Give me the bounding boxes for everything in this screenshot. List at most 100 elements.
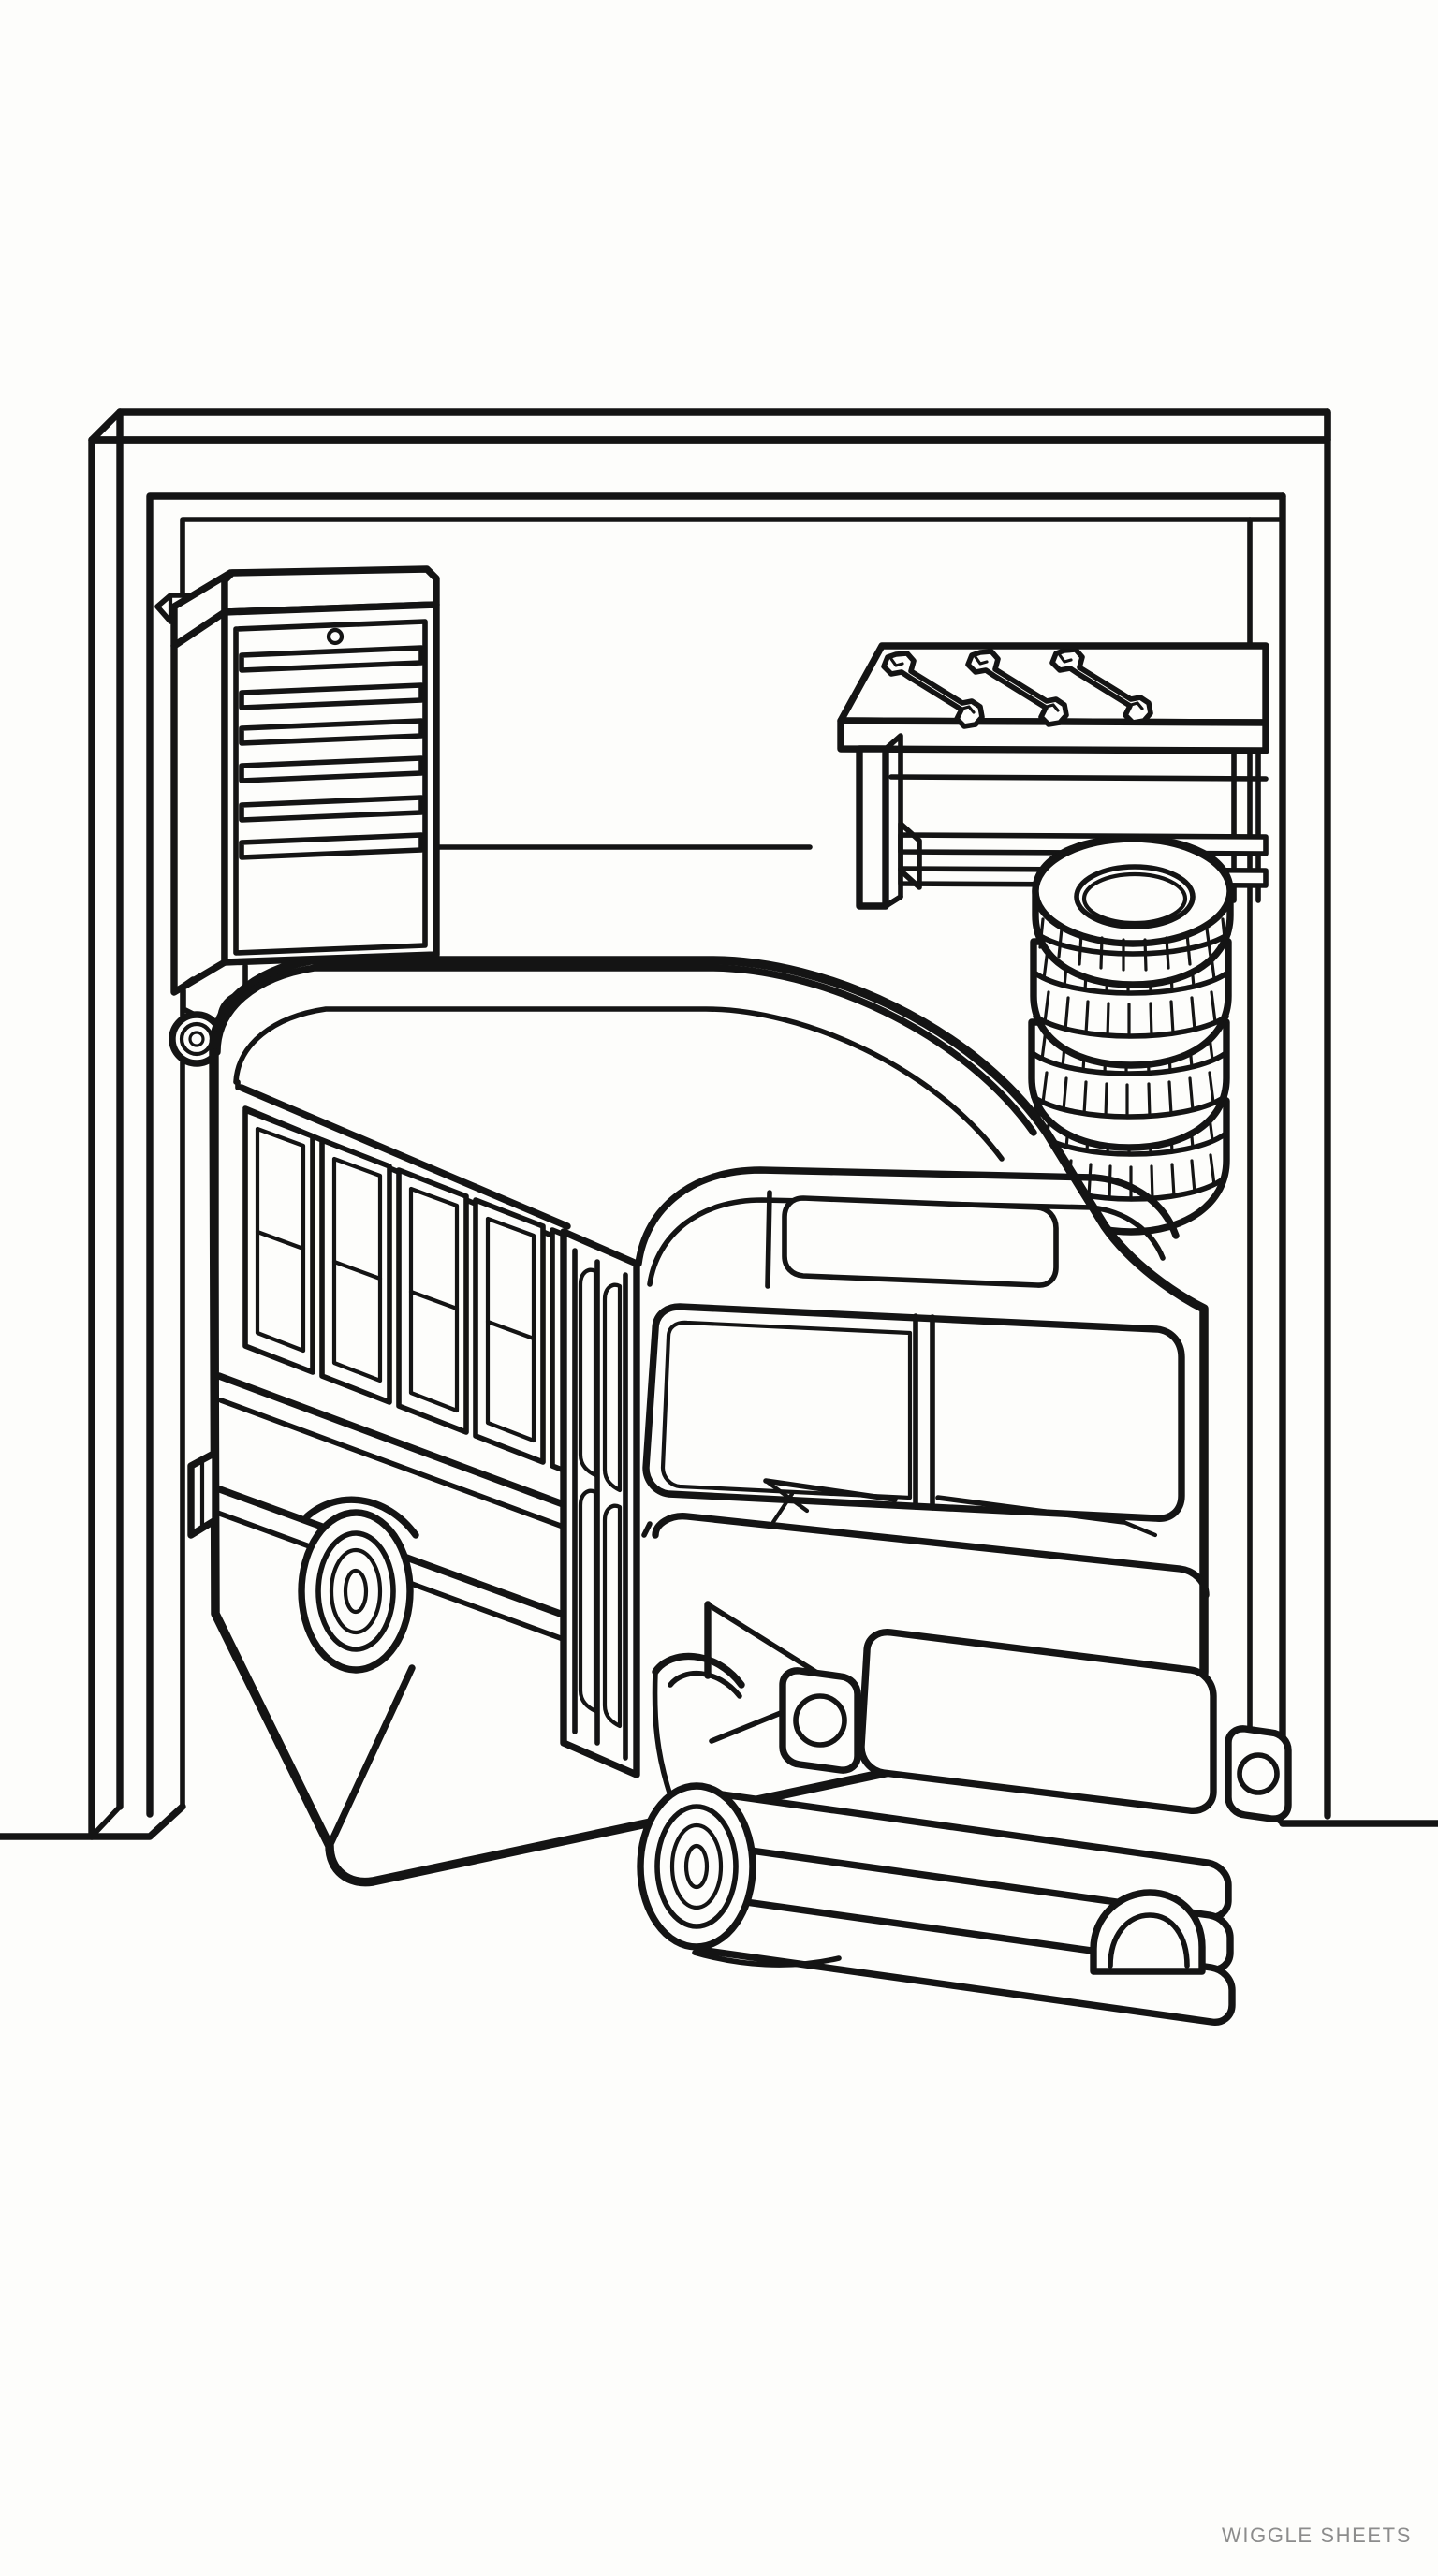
wrench-2 (965, 649, 1069, 727)
bus-front-fascia-top (635, 1166, 1180, 1267)
workbench-apron-line (888, 746, 1269, 754)
tool-cabinet-drawer-line-5 (240, 811, 423, 822)
garage-header-top-slab (88, 408, 1331, 444)
bus-front-valance (692, 1950, 842, 1968)
bus-front-wheel-right (1090, 1889, 1206, 1975)
bus-headlight-left-lens (793, 1693, 847, 1748)
bus-front-tire-right (1090, 1889, 1206, 1975)
bus-window-4-split (485, 1319, 536, 1341)
bus-window-3 (396, 1167, 469, 1435)
bus-door-glass-upper-1 (578, 1267, 598, 1478)
bus-front-rim-right (1108, 1912, 1190, 1969)
tire-1-tread-hatch (1038, 917, 1227, 972)
wrench-1 (881, 651, 985, 729)
bus-window-band-bottom-2 (218, 1398, 568, 1530)
wrench-2-body (965, 649, 1069, 727)
bus-windshield-glass-left (660, 1320, 913, 1500)
tire-3-tread-band-line (1031, 1051, 1227, 1076)
tool-cabinet-front-panel (233, 619, 428, 956)
bus-front-fender-sweep (652, 1669, 673, 1798)
bus-door-glass-upper-2 (602, 1282, 623, 1493)
bus-rear-rim-outer (315, 1530, 396, 1652)
wrench-2-jaw-open (974, 655, 989, 666)
workbench-brace-edge (898, 868, 922, 890)
workbench-left-leg-outer (856, 745, 889, 910)
bus-rear-skirt (326, 1664, 416, 1850)
tool-cabinet (154, 565, 440, 1067)
bus-window-1-glass (255, 1126, 306, 1354)
bus-wiper-right-blade (935, 1495, 1126, 1525)
bus-door-glass-lower-1 (578, 1488, 598, 1714)
garage-opening-inner-left (146, 492, 1286, 1818)
workbench-apron-line-2 (888, 774, 1269, 782)
school-bus (187, 956, 1292, 2026)
bus-window-band-top (238, 1084, 571, 1230)
workbench-left-foot (883, 894, 903, 909)
bus-side-windows (242, 1107, 602, 1487)
tool-cabinet-drawer-line-6 (240, 848, 423, 859)
garage-floor-line-left (0, 1803, 186, 1840)
tire-1-rim-hole-outer (1074, 864, 1196, 929)
tool-cabinet-drawer-line-1 (240, 661, 423, 672)
tire-2-tread-band-line-2 (1033, 1014, 1229, 1039)
bus-window-2 (319, 1137, 392, 1405)
tire-1-tread-band-line (1034, 931, 1231, 957)
wrench-1-body (881, 651, 985, 729)
tool-cabinet-base-bevel (171, 976, 196, 995)
garage-left-pillar-base-bevel (89, 1804, 123, 1839)
bus-roof-inner-line (213, 964, 1037, 1136)
bus-rear-wheel-arch (303, 1496, 419, 1539)
bus-grille (858, 1629, 1217, 1814)
bus-window-4 (473, 1197, 546, 1465)
garage-frame (0, 408, 1438, 1840)
tire-3-tread-band-line-2 (1031, 1094, 1227, 1120)
tool-cabinet-drawer-line-3 (240, 734, 423, 745)
bus-front-fender-inner (668, 1671, 742, 1699)
bus-roof-crown-line (233, 1006, 1005, 1162)
wrench-1-jaw-open-2 (961, 705, 976, 714)
wrench-3 (1049, 647, 1153, 725)
bus-headlight-right-lens (1237, 1752, 1280, 1795)
bus-window-2-split (331, 1259, 383, 1281)
wrench-3-jaw-open (1058, 653, 1073, 664)
tool-cabinet-drawer-line-4 (240, 771, 423, 783)
bus-window-1 (242, 1107, 315, 1375)
bus-destination-sign (782, 1195, 1059, 1288)
tool-cabinet-left-face (170, 608, 228, 996)
bus-window-3-split (408, 1289, 460, 1311)
bus-wiper-right-arm (1121, 1519, 1158, 1538)
bus-wiper-left-blade (763, 1478, 898, 1502)
wrench-3-jaw-open-2 (1129, 701, 1144, 710)
wrench-1-jaw-open (889, 657, 904, 667)
bus-cowl-edge (641, 1521, 653, 1538)
bus-front-hub-left (683, 1843, 710, 1890)
tire-stack (1028, 835, 1234, 1236)
bus-window-band-bottom (215, 1372, 569, 1509)
tool-cabinet-lock-icon (326, 627, 345, 646)
bus-entry-door (560, 1228, 640, 1778)
bus-front-fender-outer (652, 1652, 745, 1689)
wrench-3-body (1049, 647, 1153, 725)
bus-wiper-left-arm2 (770, 1491, 795, 1525)
bus-wiper-left-arm (763, 1478, 810, 1514)
bus-hood-top (652, 1513, 1210, 1599)
bus-rear-rim-mid (329, 1547, 383, 1635)
watermark-text: WIGGLE SHEETS (1222, 2524, 1412, 2547)
bus-window-1-split (255, 1229, 306, 1251)
bus-rear-hub (343, 1568, 369, 1615)
tire-1-rim-hole-inner (1081, 871, 1188, 926)
bus-fascia-divider (765, 1190, 772, 1289)
bus-rear-wheel (298, 1496, 419, 1674)
bus-window-2-glass (331, 1156, 383, 1383)
bus-door-glass-lower-2 (602, 1503, 623, 1729)
bus-window-3-glass (408, 1186, 460, 1413)
tire-2-tread-band-line (1033, 971, 1229, 996)
bus-window-4-glass (485, 1216, 536, 1443)
caster-wheel-left-hub (188, 1031, 205, 1047)
wrench-2-jaw-open-2 (1045, 703, 1060, 712)
tool-cabinet-drawer-line-2 (240, 698, 423, 710)
bus-front-rim-left-outer (654, 1804, 739, 1929)
bus-front-rim-left-mid (669, 1822, 724, 1910)
